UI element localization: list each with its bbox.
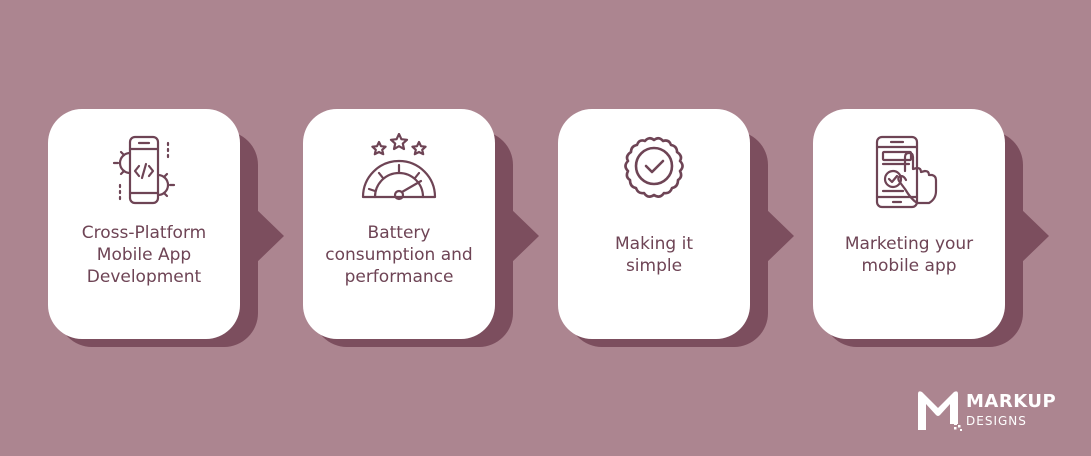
step-4-card: Marketing your mobile app xyxy=(813,109,1005,339)
step-2-label-line: performance xyxy=(344,267,454,287)
step-2-card: Battery consumption and performance xyxy=(303,109,495,339)
step-1-label-line: Mobile App xyxy=(96,245,192,265)
step-3-card: Making it simple xyxy=(558,109,750,339)
step-4-label-line: Marketing your xyxy=(844,234,974,254)
step-1: Cross-Platform Mobile App Development xyxy=(48,109,284,347)
code-phone-gears-icon xyxy=(104,133,184,213)
step-2-label-line: Battery xyxy=(367,223,431,243)
step-1-label: Cross-Platform Mobile App Development xyxy=(56,222,232,288)
step-1-label-line: Cross-Platform xyxy=(81,223,207,243)
badge-check-icon xyxy=(614,133,694,213)
step-1-card: Cross-Platform Mobile App Development xyxy=(48,109,240,339)
rating-gauge-icon xyxy=(359,133,439,213)
step-3-label-line: Making it xyxy=(614,234,693,254)
logo-subtitle: DESIGNS xyxy=(966,414,1027,428)
step-4: Marketing your mobile app xyxy=(813,109,1049,347)
step-4-label-line: mobile app xyxy=(861,256,957,276)
step-3: Making it simple xyxy=(558,109,794,347)
step-1-label-line: Development xyxy=(86,267,202,287)
step-4-arrow xyxy=(1019,207,1049,265)
step-2-arrow xyxy=(509,207,539,265)
step-3-label-line: simple xyxy=(625,256,683,276)
logo-m-icon xyxy=(918,391,962,431)
step-2-label: Battery consumption and performance xyxy=(311,222,487,288)
step-4-label: Marketing your mobile app xyxy=(821,233,997,277)
phone-touch-icon xyxy=(869,133,949,213)
step-3-arrow xyxy=(764,207,794,265)
step-2-label-line: consumption and xyxy=(325,245,473,265)
logo-name: MARKUP xyxy=(966,391,1057,412)
step-3-label: Making it simple xyxy=(566,233,742,277)
step-2: Battery consumption and performance xyxy=(303,109,539,347)
step-1-arrow xyxy=(254,207,284,265)
markup-designs-logo: MARKUP DESIGNS xyxy=(916,388,1076,434)
